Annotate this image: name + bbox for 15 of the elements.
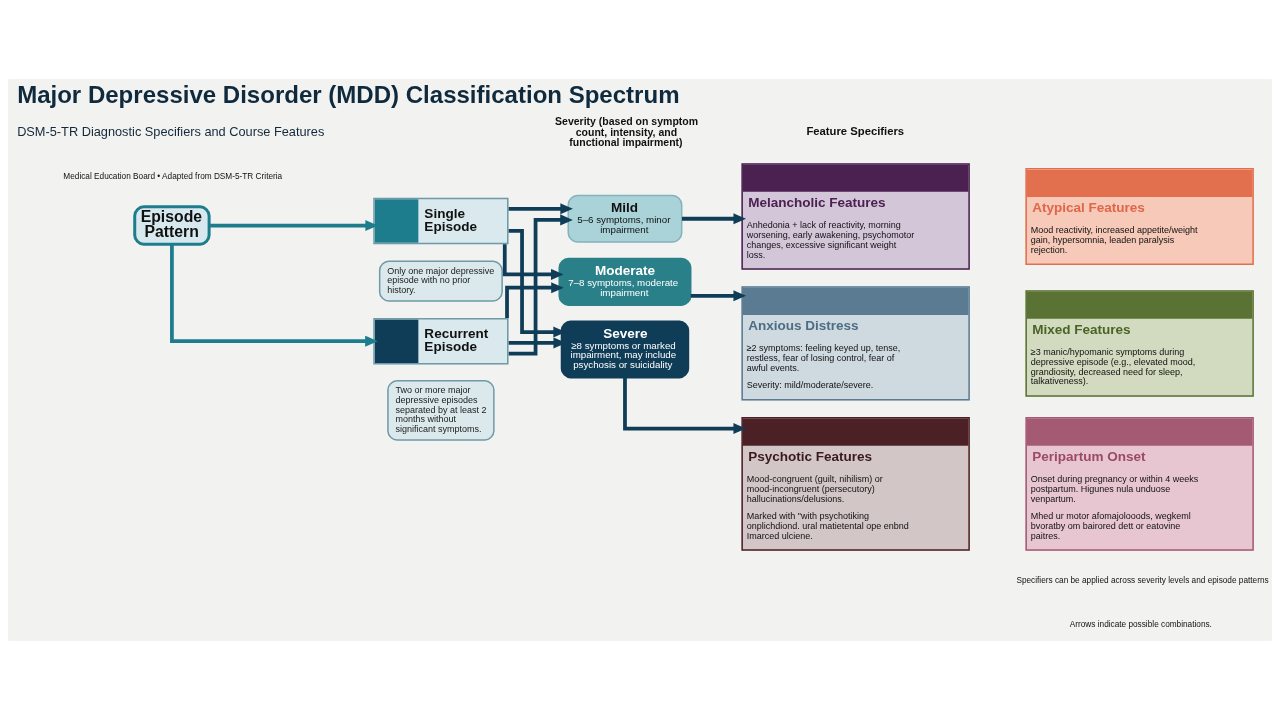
- label: Specifiers can be applied across severity levels and episode patterns: [1016, 576, 1269, 585]
- label: Severity (based on symptom count, intensity, and functional impairment): [555, 114, 699, 149]
- label: DSM-5-TR Diagnostic Specifiers and Course Features: [17, 124, 325, 140]
- label: Arrows indicate possible combinations.: [1069, 619, 1212, 629]
- node-text: Anxious Distress ≥2 symptoms: feeling keyed up, tense, restless, fear of losing control, fear of awful events. Severity: mild/moderate/severe.: [746, 318, 901, 391]
- node-text: Melancholic Features Anhedonia + lack of reactivity, morning worsening, early awakening, psychomotor changes, excessive significant weight loss.: [746, 195, 915, 260]
- label: Feature Specifiers: [806, 124, 905, 137]
- node-text: Recurrent Episode: [424, 325, 489, 355]
- label: Medical Education Board • Adapted from DSM-5-TR Criteria: [63, 171, 283, 181]
- node-text: Single Episode: [424, 205, 477, 235]
- node-text: Atypical Features Mood reactivity, increased appetite/weight gain, hypersomnia, leaden paralysis rejection.: [1030, 200, 1198, 256]
- diagram-title: Major Depressive Disorder (MDD) Classification Spectrum: [17, 81, 680, 109]
- node-text: Mixed Features ≥3 manic/hypomanic symptoms during depressive episode (e.g., elevated mood, grandiosity, decreased need for sleep, talkativeness).: [1030, 322, 1196, 387]
- node-text: Peripartum Onset Onset during pregnancy or within 4 weeks postpartum. Higunes nula unduose venpartum. Mhed ur motor afomajolooods, wegkeml bvoratby om bairored dett or eatovine paitres.: [1030, 448, 1199, 541]
- node-text: Psychotic Features Mood-congruent (guilt, nihilism) or mood-incongruent (persecutory) hallucinations/delusions. Marked with "with psychotiking onplichdiond. ural matietental ope enbnd Imarced ulciene.: [746, 448, 909, 541]
